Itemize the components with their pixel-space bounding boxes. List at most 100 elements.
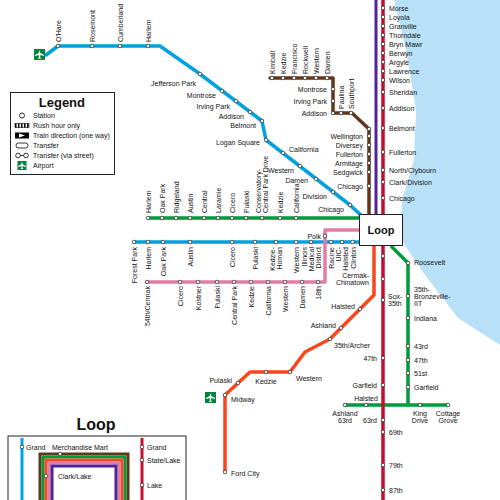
station-name: California [265, 286, 272, 316]
label-holder: Halsted [331, 303, 355, 310]
label-holder: 69th [389, 429, 403, 436]
station-dot [406, 344, 410, 348]
inset-title: Loop [76, 417, 115, 433]
station-name: Grand [147, 444, 166, 451]
label-holder: Montrose [187, 92, 216, 99]
label-holder: Kedzie [255, 378, 276, 385]
red-line [141, 438, 144, 500]
label-holder: Conservatory-Central Park Drive [255, 153, 269, 213]
legend-row: Transfer (via street) [14, 151, 110, 161]
label-holder: Damen [324, 51, 331, 74]
station-name: 63rd [363, 417, 377, 424]
label-holder: Granville [389, 23, 417, 30]
station-name: Diversey [336, 142, 363, 149]
airport-icon [205, 392, 216, 403]
station-dot [292, 76, 296, 80]
legend-text: Rush hour only [33, 122, 80, 129]
label-holder: Division [302, 193, 327, 200]
box-title: Loop [368, 224, 395, 236]
station-dot [248, 110, 252, 114]
label-holder: O'Hare [55, 20, 62, 42]
station-dot [314, 76, 318, 80]
station-name: Fullerton [389, 149, 416, 156]
label-holder: UIC-Halsted [335, 247, 349, 273]
label-holder: 47th [414, 357, 428, 364]
green-line [345, 403, 448, 407]
label-holder: Kostner [195, 286, 202, 310]
legend-row: Station [14, 111, 110, 121]
blue-line [134, 240, 366, 244]
label-holder: Harlem [145, 19, 152, 42]
label-holder: Merchandise Mart [52, 444, 108, 451]
label-holder: Grand [147, 444, 166, 451]
label-holder: Addison [389, 105, 414, 112]
station-dot [340, 240, 344, 244]
label-holder: Midway [231, 396, 255, 403]
label-holder: California [289, 146, 319, 153]
station-dot [381, 106, 385, 110]
station-dot [234, 99, 238, 103]
station-name: Garfield [414, 384, 439, 391]
station-dot [343, 403, 347, 407]
label-holder: Garfield [414, 384, 439, 391]
station-dot [328, 337, 332, 341]
label-holder: Illinois Medical District [301, 247, 322, 273]
green-line [43, 457, 125, 500]
red-line [381, 0, 385, 500]
station-name: Forest Park [131, 247, 138, 283]
station-name: 51st [414, 370, 427, 377]
label-holder: Cicero [177, 286, 184, 306]
legend-symbol [18, 161, 27, 170]
station-dot [281, 151, 285, 155]
station-dot [58, 452, 62, 456]
label-holder: Laramie [215, 188, 222, 213]
station-dot [364, 403, 368, 407]
station-name: Ashland 63rd [330, 410, 360, 424]
station-name: Division [302, 193, 327, 200]
label-holder: 18th [315, 286, 322, 300]
station-name: Sheridan [389, 89, 417, 96]
station-dot [202, 216, 206, 220]
airport-icon [34, 49, 45, 60]
station-dot [339, 111, 343, 115]
station-name: Armitage [335, 160, 363, 167]
orange-line [46, 460, 122, 500]
label-holder: Sedgwick [333, 169, 363, 176]
station-name: Damen [299, 286, 306, 309]
legend-symbol [18, 162, 26, 169]
purple-line [52, 466, 116, 500]
station-name: Clinton [349, 247, 356, 269]
station-name: Kostner [195, 286, 202, 310]
station-dot [303, 76, 307, 80]
orange-line [225, 238, 374, 472]
station-dot [381, 90, 385, 94]
label-holder: Central Park [231, 286, 238, 325]
label-holder: King Drive [406, 410, 434, 424]
station-name: UIC-Halsted [335, 247, 349, 273]
blue-line [21, 438, 24, 500]
station-dot [270, 76, 274, 80]
station-dot [367, 134, 371, 138]
label-holder: California [265, 286, 272, 316]
station-name: 43rd [414, 343, 428, 350]
label-holder: Roosevelt [414, 259, 445, 266]
label-holder: 51st [414, 370, 427, 377]
station-name: Argyle [389, 59, 409, 66]
station-dot [381, 430, 385, 434]
airport-icon [206, 393, 215, 402]
loop-inset-frame [8, 436, 186, 500]
pink-line [49, 463, 119, 500]
station-dot [198, 72, 202, 76]
station-name: Damen [324, 51, 331, 74]
station-name: Fullerton [336, 151, 363, 158]
legend-symbol [20, 113, 25, 118]
station-dot [381, 78, 385, 82]
station-dot [223, 470, 227, 474]
label-holder: Racine [328, 247, 335, 269]
legend-sample [14, 141, 30, 150]
station-name: Berwyn [389, 50, 412, 57]
station-dot [316, 280, 320, 284]
station-name: Morse [389, 5, 408, 12]
station-dot [146, 216, 150, 220]
